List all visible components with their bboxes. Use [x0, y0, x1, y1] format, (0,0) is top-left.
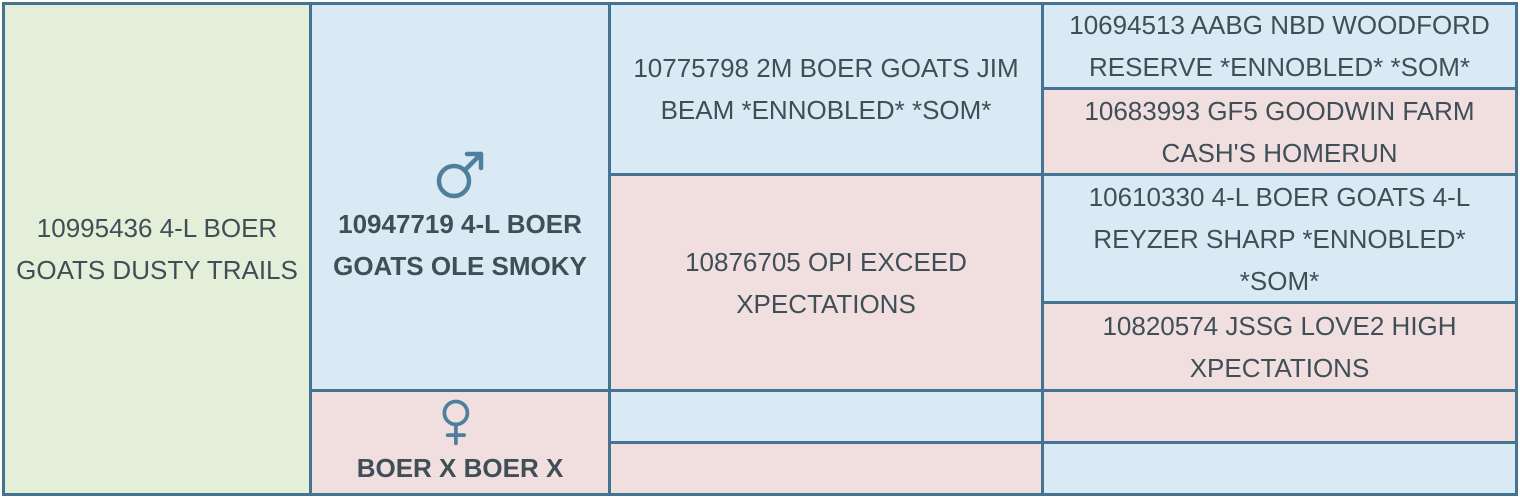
subject-name: 10995436 4-L BOER GOATS DUSTY TRAILS — [16, 213, 298, 285]
sire-dam-dam-name: 10820574 JSSG LOVE2 HIGH XPECTATIONS — [1102, 310, 1457, 383]
sire-dam-sire-name: 10610330 4-L BOER GOATS 4-L REYZER SHARP… — [1088, 181, 1471, 296]
sire-dam-dam: 10820574 JSSG LOVE2 HIGH XPECTATIONS — [1041, 301, 1518, 392]
pedigree-dam: BOER X BOER X — [309, 389, 611, 496]
female-symbol-icon — [442, 399, 470, 446]
sire-sire-dam-name: 10683993 GF5 GOODWIN FARM CASH'S HOMERUN — [1084, 95, 1475, 168]
sire-name: 10947719 4-L BOER GOATS OLE SMOKY — [333, 209, 587, 281]
dam-sire-dam — [1041, 441, 1518, 496]
dam-dam — [608, 441, 1044, 496]
sire-sire-name: 10775798 2M BOER GOATS JIM BEAM *ENNOBLE… — [633, 53, 1019, 125]
male-symbol-icon — [436, 151, 484, 199]
sire-sire-dam: 10683993 GF5 GOODWIN FARM CASH'S HOMERUN — [1041, 87, 1518, 176]
sire-sire-sire: 10694513 AABG NBD WOODFORD RESERVE *ENNO… — [1041, 2, 1518, 90]
dam-sire — [608, 389, 1044, 444]
dam-sire-sire — [1041, 389, 1518, 444]
sire-dam-name: 10876705 OPI EXCEED XPECTATIONS — [685, 246, 967, 319]
dam-name: BOER X BOER X — [356, 453, 564, 483]
sire-sire: 10775798 2M BOER GOATS JIM BEAM *ENNOBLE… — [608, 2, 1044, 176]
pedigree-sire: 10947719 4-L BOER GOATS OLE SMOKY — [309, 2, 611, 392]
sire-sire-sire-name: 10694513 AABG NBD WOODFORD RESERVE *ENNO… — [1069, 10, 1490, 82]
sire-dam: 10876705 OPI EXCEED XPECTATIONS — [608, 173, 1044, 392]
sire-dam-sire: 10610330 4-L BOER GOATS 4-L REYZER SHARP… — [1041, 173, 1518, 304]
pedigree-subject: 10995436 4-L BOER GOATS DUSTY TRAILS — [2, 2, 312, 496]
